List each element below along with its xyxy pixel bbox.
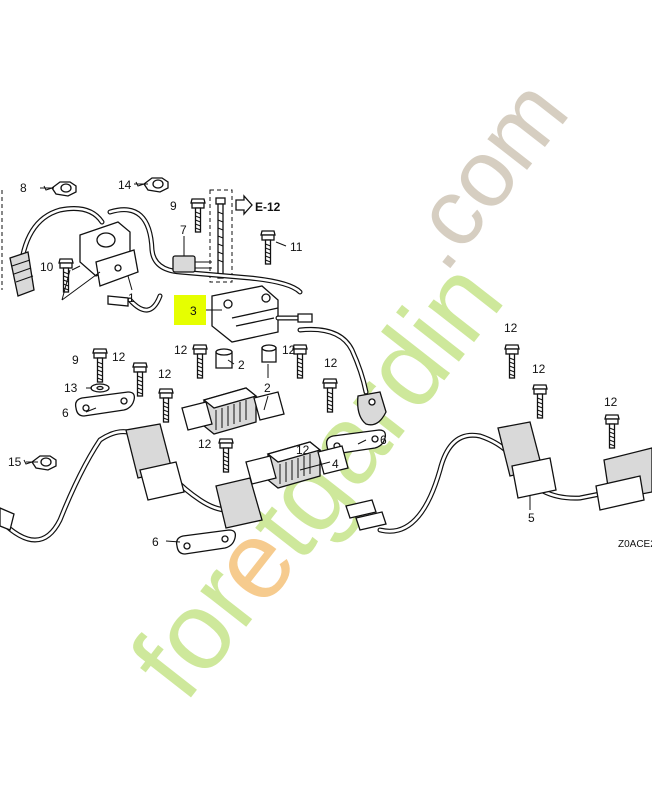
callout-13: 13	[64, 381, 78, 395]
bolt-12-e	[218, 438, 234, 473]
callout-12-b: 12	[282, 343, 296, 357]
highlight-box	[174, 295, 206, 325]
connector-7	[172, 255, 212, 273]
ignition-coil-assembly	[9, 206, 303, 313]
callout-9-left: 9	[72, 353, 79, 367]
bolt-11	[260, 230, 276, 265]
wire-harness-right	[345, 421, 652, 534]
callouts: 1 2 2 3 4 5 6 6 6 7 8 9 9 10 11 12 12 12…	[8, 178, 618, 549]
callout-5: 5	[528, 511, 535, 525]
callout-12-g: 12	[504, 321, 518, 335]
bolt-12-h	[532, 384, 548, 419]
callout-11: 11	[290, 240, 303, 254]
callout-2-lower: 2	[264, 381, 271, 395]
bolt-12-d	[158, 388, 174, 423]
bolt-12-a	[192, 344, 208, 379]
spacer-left	[215, 348, 233, 369]
bolt-9-top	[190, 198, 206, 233]
callout-9-top: 9	[170, 199, 177, 213]
clamp-8	[43, 181, 77, 197]
washer-13	[90, 383, 110, 393]
leader-lines	[26, 183, 531, 543]
bolt-12-c	[132, 362, 148, 397]
spacer-right	[261, 344, 277, 363]
callout-12-f: 12	[324, 356, 338, 370]
watermark-part4: .com	[378, 60, 588, 287]
callout-6-left: 6	[62, 406, 69, 420]
reference-box	[209, 189, 233, 283]
callout-6-right: 6	[380, 433, 387, 447]
long-bolt	[215, 197, 226, 279]
callout-8: 8	[20, 181, 27, 195]
callout-14: 14	[118, 178, 132, 192]
bolt-9-left	[92, 348, 108, 383]
callout-12-j: 12	[296, 443, 310, 457]
bolt-12-i	[604, 414, 620, 449]
bolt-10	[58, 258, 74, 293]
reference-link-label: E-12	[255, 200, 281, 214]
callout-12-e: 12	[198, 437, 212, 451]
callout-12-h: 12	[532, 362, 546, 376]
callout-2-upper: 2	[238, 358, 245, 372]
callout-3: 3	[190, 304, 197, 318]
spark-plug-cap	[297, 326, 387, 426]
callout-4: 4	[332, 457, 339, 471]
callout-10: 10	[40, 260, 54, 274]
ignition-module-3	[211, 285, 313, 343]
reference-arrow-icon	[235, 194, 253, 216]
callout-12-c: 12	[112, 350, 126, 364]
callout-1: 1	[128, 291, 135, 305]
callout-7: 7	[180, 223, 187, 237]
callout-6-bottom: 6	[152, 535, 159, 549]
diagram-code: Z0ACE2	[618, 539, 652, 550]
plate-6-left	[74, 391, 136, 417]
callout-15: 15	[8, 455, 22, 469]
clamp-15	[23, 455, 57, 471]
wire-harness-left	[0, 423, 263, 543]
bolt-12-g	[504, 344, 520, 379]
callout-12-d: 12	[158, 367, 172, 381]
callout-12-i: 12	[604, 395, 618, 409]
clamp-14	[135, 177, 169, 193]
watermark: for e tgardin .com	[107, 60, 588, 719]
callout-12-a: 12	[174, 343, 188, 357]
